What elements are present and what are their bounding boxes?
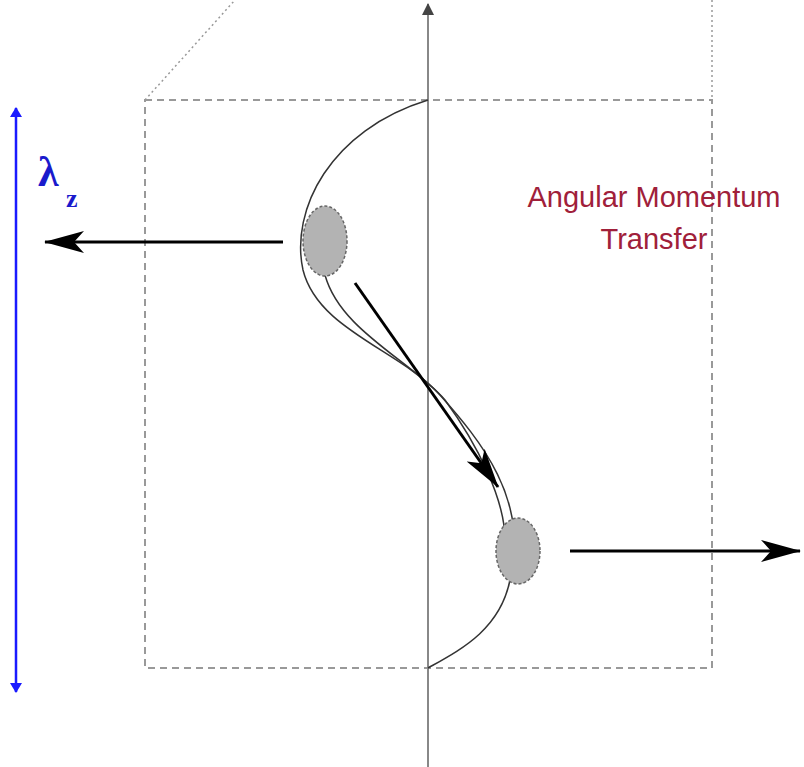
wave-curve xyxy=(301,100,515,668)
wavelength-subscript: z xyxy=(66,184,78,214)
transfer-arrow xyxy=(355,283,498,487)
wavelength-symbol: λ xyxy=(38,148,59,196)
wave-curve xyxy=(325,275,505,540)
particle xyxy=(303,206,347,276)
velocity-arrow xyxy=(570,550,800,553)
annotation: Angular Momentum Transfer xyxy=(508,176,800,260)
wavelength-arrow xyxy=(15,108,18,400)
perspective-line xyxy=(145,0,235,100)
perspective-line xyxy=(711,0,713,100)
particle xyxy=(496,518,540,584)
wavelength-arrow xyxy=(15,400,18,692)
velocity-arrow xyxy=(45,241,283,244)
